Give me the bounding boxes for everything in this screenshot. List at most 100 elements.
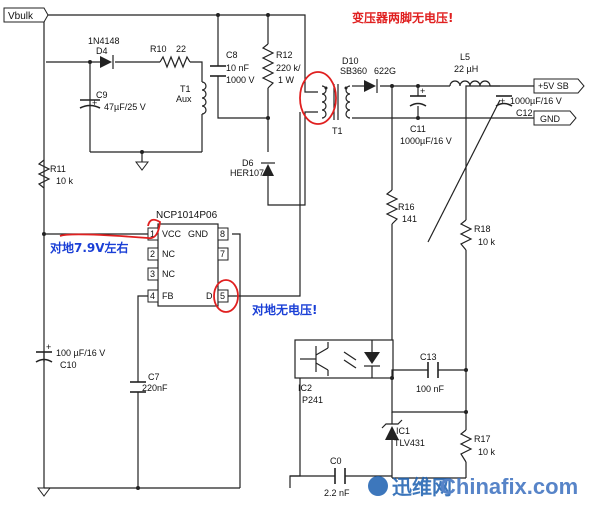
junction-dots bbox=[42, 13, 468, 490]
c12-label: C12 bbox=[516, 108, 533, 118]
c9-value: 47µF/25 V bbox=[104, 102, 146, 112]
r11-label: R11 bbox=[50, 164, 66, 174]
d6-part: HER107 bbox=[230, 168, 264, 178]
optocoupler-ic2: IC2 P241 bbox=[298, 340, 380, 405]
capacitor-c11: + C11 1000µF/16 V bbox=[400, 86, 452, 146]
c12-value: 1000µF/16 V bbox=[510, 96, 562, 106]
capacitor-c8: C8 10 nF 1000 V bbox=[210, 50, 255, 85]
d10-label: D10 bbox=[342, 56, 359, 66]
vbulk-text: Vbulk bbox=[8, 11, 34, 22]
resistor-r12: R12 220 k/ 1 W bbox=[261, 43, 301, 89]
r11-value: 10 k bbox=[56, 176, 74, 186]
diode-d6: D6 HER107 bbox=[230, 158, 275, 178]
ic2-part: P241 bbox=[302, 395, 323, 405]
pin5-number: 5 bbox=[220, 291, 225, 301]
ic2-label: IC2 bbox=[298, 383, 312, 393]
resistor-r11: R11 10 k bbox=[37, 159, 74, 189]
c10-value: 100 µF/16 V bbox=[56, 348, 105, 358]
out-label: +5V SB bbox=[533, 78, 585, 94]
inductor-l5: L5 22 µH bbox=[449, 52, 491, 87]
l5-value: 22 µH bbox=[454, 64, 478, 74]
pin8-name: GND bbox=[188, 229, 209, 239]
resistor-r17: R17 10 k bbox=[459, 429, 496, 463]
aux-t1-label: T1 bbox=[180, 84, 191, 94]
pin4-name: FB bbox=[162, 291, 174, 301]
capacitor-c10: + 100 µF/16 V C10 bbox=[35, 342, 105, 370]
ic-ncp1014: NCP1014P06 1 VCC 8 GND 2 NC 7 3 NC 4 FB … bbox=[147, 210, 229, 307]
ic1-label: IC1 bbox=[396, 426, 410, 436]
watermark-en: Chinafix.com bbox=[440, 474, 578, 499]
c12-plus: + bbox=[500, 96, 505, 106]
c9-label: C9 bbox=[96, 90, 108, 100]
pin1-number: 1 bbox=[150, 229, 155, 239]
c7-value: 220nF bbox=[142, 383, 168, 393]
r18-value: 10 k bbox=[478, 237, 496, 247]
c9-plus: + bbox=[92, 98, 97, 108]
capacitor-c9: + C9 47µF/25 V bbox=[79, 90, 146, 112]
pin2-name: NC bbox=[162, 249, 175, 259]
pin4-number: 4 bbox=[150, 291, 155, 301]
c0-value: 2.2 nF bbox=[324, 488, 350, 498]
transformer-t1: T1 bbox=[321, 84, 351, 136]
t1-label: T1 bbox=[332, 126, 343, 136]
aux-label: Aux bbox=[176, 94, 192, 104]
capacitor-c7: C7 220nF bbox=[130, 372, 168, 393]
watermark-cn: 迅维网 bbox=[392, 475, 452, 499]
pin8-number: 8 bbox=[220, 229, 225, 239]
c13-label: C13 bbox=[420, 352, 437, 362]
c11-plus: + bbox=[420, 86, 425, 96]
c10-label: C10 bbox=[60, 360, 77, 370]
capacitor-c13: C13 100 nF bbox=[416, 352, 445, 394]
c8-value1: 10 nF bbox=[226, 63, 250, 73]
capacitor-c0: C0 2.2 nF bbox=[324, 456, 350, 498]
regulator-ic1: IC1 TLV431 bbox=[381, 412, 425, 448]
c11-value: 1000µF/16 V bbox=[400, 136, 452, 146]
drain-note: 对地无电压! bbox=[252, 302, 317, 317]
transformer-note: 变压器两脚无电压! bbox=[352, 10, 453, 25]
diode-d4: 1N4148 D4 bbox=[88, 36, 120, 69]
d10-part: SB360 bbox=[340, 66, 367, 76]
c13-value: 100 nF bbox=[416, 384, 445, 394]
ic-name: NCP1014P06 bbox=[156, 210, 218, 221]
ground-symbols bbox=[37, 161, 149, 497]
annotation-marks bbox=[59, 71, 337, 313]
r10-label: R10 bbox=[150, 44, 167, 54]
ic1-part: TLV431 bbox=[394, 438, 425, 448]
c0-label: C0 bbox=[330, 456, 342, 466]
c10-plus: + bbox=[46, 342, 51, 352]
c11-label: C11 bbox=[410, 124, 426, 134]
c8-value2: 1000 V bbox=[226, 75, 255, 85]
wires bbox=[43, 14, 534, 489]
l5-label: L5 bbox=[460, 52, 470, 62]
r17-label: R17 bbox=[474, 434, 491, 444]
gnd-text: GND bbox=[540, 114, 561, 124]
resistor-r18: R18 10 k bbox=[459, 219, 496, 251]
watermark: 迅维网 Chinafix.com bbox=[368, 474, 578, 499]
pin3-number: 3 bbox=[150, 269, 155, 279]
pin3-name: NC bbox=[162, 269, 175, 279]
pin5-name: D bbox=[206, 291, 213, 301]
r10-value: 22 bbox=[176, 44, 186, 54]
r12-value1: 220 k/ bbox=[276, 63, 301, 73]
pin7-number: 7 bbox=[220, 249, 225, 259]
d10-code: 622G bbox=[374, 66, 396, 76]
diode-d10: D10 SB360 622G bbox=[340, 56, 396, 93]
pin2-number: 2 bbox=[150, 249, 155, 259]
r16-label: R16 bbox=[398, 202, 415, 212]
r12-label: R12 bbox=[276, 50, 293, 60]
c8-label: C8 bbox=[226, 50, 238, 60]
d4-part-label: 1N4148 bbox=[88, 36, 120, 46]
transformer-aux-winding: T1 Aux bbox=[176, 81, 207, 115]
capacitor-c12: + 1000µF/16 V C12 bbox=[495, 95, 562, 118]
vcc-note: 对地7.9V左右 bbox=[50, 240, 129, 255]
gnd-label: GND bbox=[533, 110, 577, 126]
pin1-name: VCC bbox=[162, 229, 182, 239]
vbulk-label: Vbulk bbox=[3, 7, 49, 23]
c7-label: C7 bbox=[148, 372, 160, 382]
r12-value2: 1 W bbox=[278, 75, 295, 85]
d4-label: D4 bbox=[96, 46, 108, 56]
r18-label: R18 bbox=[474, 224, 491, 234]
r16-value: 141 bbox=[402, 214, 417, 224]
